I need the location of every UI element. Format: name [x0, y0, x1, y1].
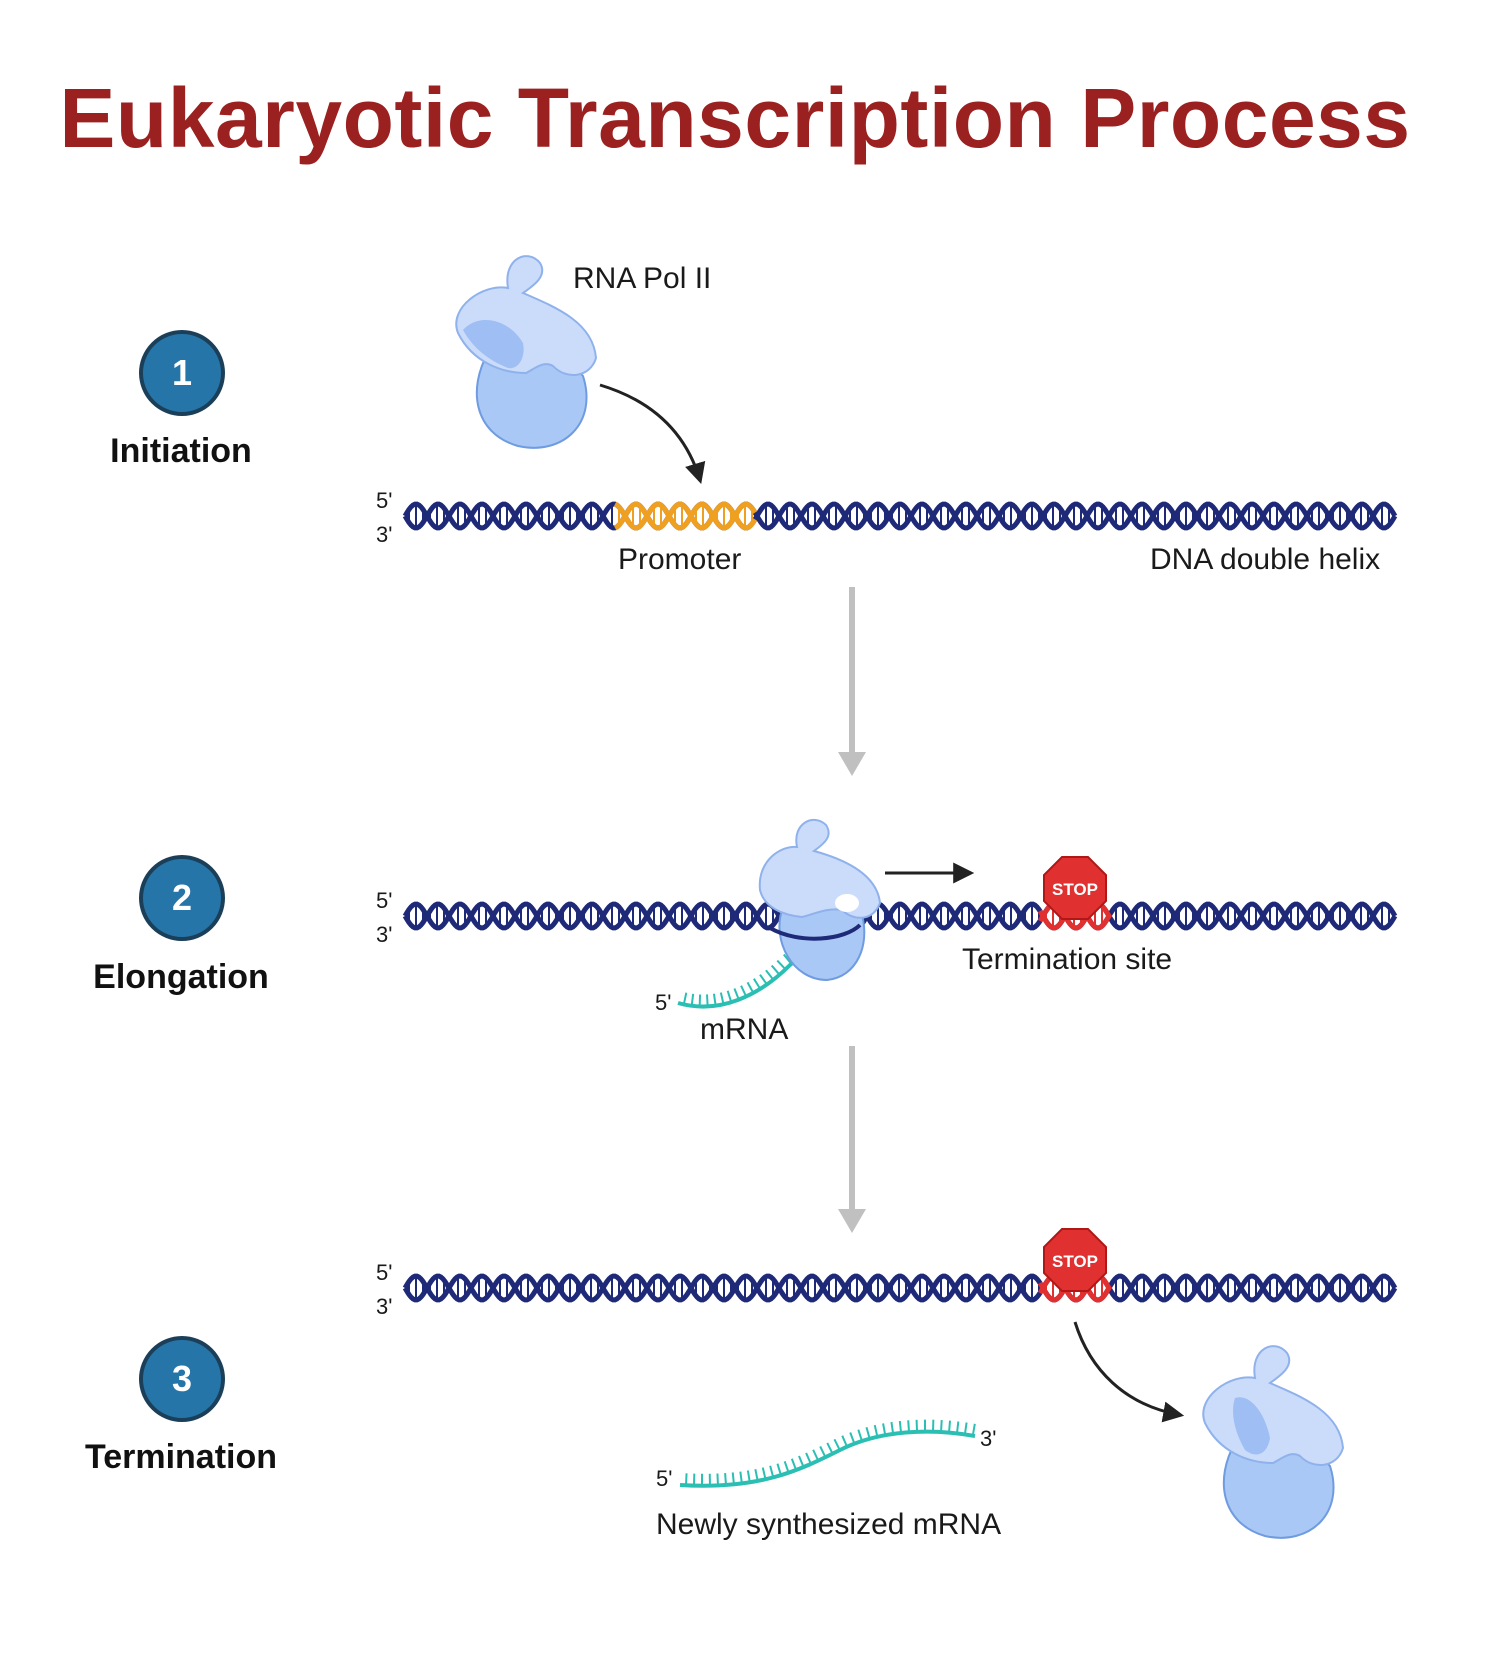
- promoter-label: Promoter: [618, 543, 742, 576]
- mrna-base: [873, 1424, 879, 1438]
- dna-helix-label: DNA double helix: [1150, 543, 1381, 576]
- mrna-base: [716, 1473, 719, 1486]
- mrna-base: [812, 1449, 820, 1462]
- step-2-label: Elongation: [93, 958, 269, 996]
- mrna-base: [761, 1467, 767, 1480]
- mrna-base: [890, 1421, 895, 1435]
- mrna-base: [769, 1465, 775, 1478]
- step-arrow-2: [838, 1046, 866, 1233]
- mrna-base: [731, 1472, 735, 1485]
- step-1-label: Initiation: [110, 432, 252, 470]
- mrna-base: [947, 1420, 952, 1433]
- mrna-base: [826, 1442, 834, 1455]
- mrna-base: [955, 1421, 960, 1434]
- strand-end-3-prime: 3': [376, 1294, 393, 1319]
- rna-pol-label: RNA Pol II: [573, 262, 712, 295]
- strand-end-5-prime: 5': [376, 488, 393, 513]
- mrna-base: [753, 978, 762, 990]
- release-arrow: [1073, 1321, 1185, 1423]
- mrna-base: [819, 1445, 827, 1458]
- mrna-base: [690, 993, 695, 1006]
- mrna-base: [898, 1420, 903, 1434]
- mrna-base: [849, 1432, 856, 1445]
- mrna-base: [684, 1473, 688, 1486]
- rna-polymerase-icon: [455, 255, 598, 449]
- mrna-base: [776, 959, 787, 971]
- mrna-base: [857, 1429, 863, 1442]
- dna-helix-initiation: [402, 501, 1398, 531]
- mrna-base: [770, 964, 781, 976]
- mrna-base: [783, 953, 793, 965]
- mrna-base: [719, 992, 725, 1005]
- mrna-base: [739, 1471, 743, 1484]
- mrna-base: [940, 1419, 943, 1433]
- new-mrna-label: Newly synthesized mRNA: [656, 1508, 1002, 1541]
- mrna-base: [971, 1423, 976, 1436]
- dna-rungs: [408, 504, 1390, 528]
- mrna-base: [712, 993, 717, 1006]
- step-3-badge: 3: [139, 1336, 225, 1422]
- mrna-base: [907, 1420, 911, 1433]
- mrna-base: [740, 985, 748, 997]
- stop-sign-icon: STOP: [1043, 1228, 1107, 1292]
- mrna-base: [805, 1452, 812, 1465]
- mrna-base: [882, 1423, 887, 1436]
- step-1-badge: 1: [139, 330, 225, 416]
- dna-rungs: [408, 1276, 1390, 1300]
- rna-polymerase-icon: [758, 819, 882, 982]
- stop-sign-text: STOP: [1052, 880, 1098, 899]
- mrna-base: [798, 1455, 805, 1468]
- binding-arrow: [599, 383, 706, 485]
- stop-sign-text: STOP: [1052, 1252, 1098, 1271]
- mrna-base: [776, 1463, 782, 1476]
- strand-end-3-prime: 3': [376, 922, 393, 947]
- mrna-base: [790, 1458, 798, 1471]
- strand-end-3-prime: 3': [376, 522, 393, 547]
- mrna-base: [724, 1472, 727, 1486]
- mrna-base: [746, 981, 755, 994]
- stop-sign-icon: STOP: [1043, 856, 1107, 920]
- promoter-segment: [613, 501, 758, 531]
- mrna-base: [726, 990, 733, 1003]
- mrna-base: [833, 1438, 841, 1451]
- mrna-end-5-prime: 5': [655, 990, 672, 1015]
- mrna-base: [706, 994, 709, 1007]
- mrna-base: [746, 1470, 751, 1483]
- page-title: Eukaryotic Transcription Process: [59, 71, 1411, 165]
- rna-polymerase-icon: [1202, 1345, 1345, 1539]
- step-3-label: Termination: [84, 1438, 278, 1476]
- dna-helix-termination: [402, 1273, 1398, 1303]
- mrna-base: [963, 1422, 968, 1435]
- mrna-end-5-prime: 5': [656, 1466, 673, 1491]
- step-arrow-1: [838, 587, 866, 776]
- mrna-base: [754, 1468, 759, 1482]
- mrna-base: [865, 1426, 871, 1440]
- step-2-badge: 2: [139, 855, 225, 941]
- mrna-label: mRNA: [700, 1013, 789, 1046]
- termination-site-label: Termination site: [962, 943, 1173, 976]
- mrna-base: [765, 969, 775, 981]
- mrna-base: [783, 1461, 790, 1474]
- mrna-base: [841, 1435, 848, 1448]
- mrna-base: [733, 988, 740, 1000]
- promoter-segment: [613, 501, 758, 531]
- dna-helix-elongation: [402, 901, 1398, 931]
- mrna-base: [682, 992, 688, 1005]
- mrna-ticks: [684, 1419, 976, 1486]
- mrna-end-3-prime: 3': [980, 1426, 997, 1451]
- strand-end-5-prime: 5': [376, 888, 393, 913]
- template-strand: [769, 923, 862, 941]
- mrna-base: [759, 974, 768, 986]
- strand-end-5-prime: 5': [376, 1260, 393, 1285]
- mrna-strand: [679, 1429, 976, 1488]
